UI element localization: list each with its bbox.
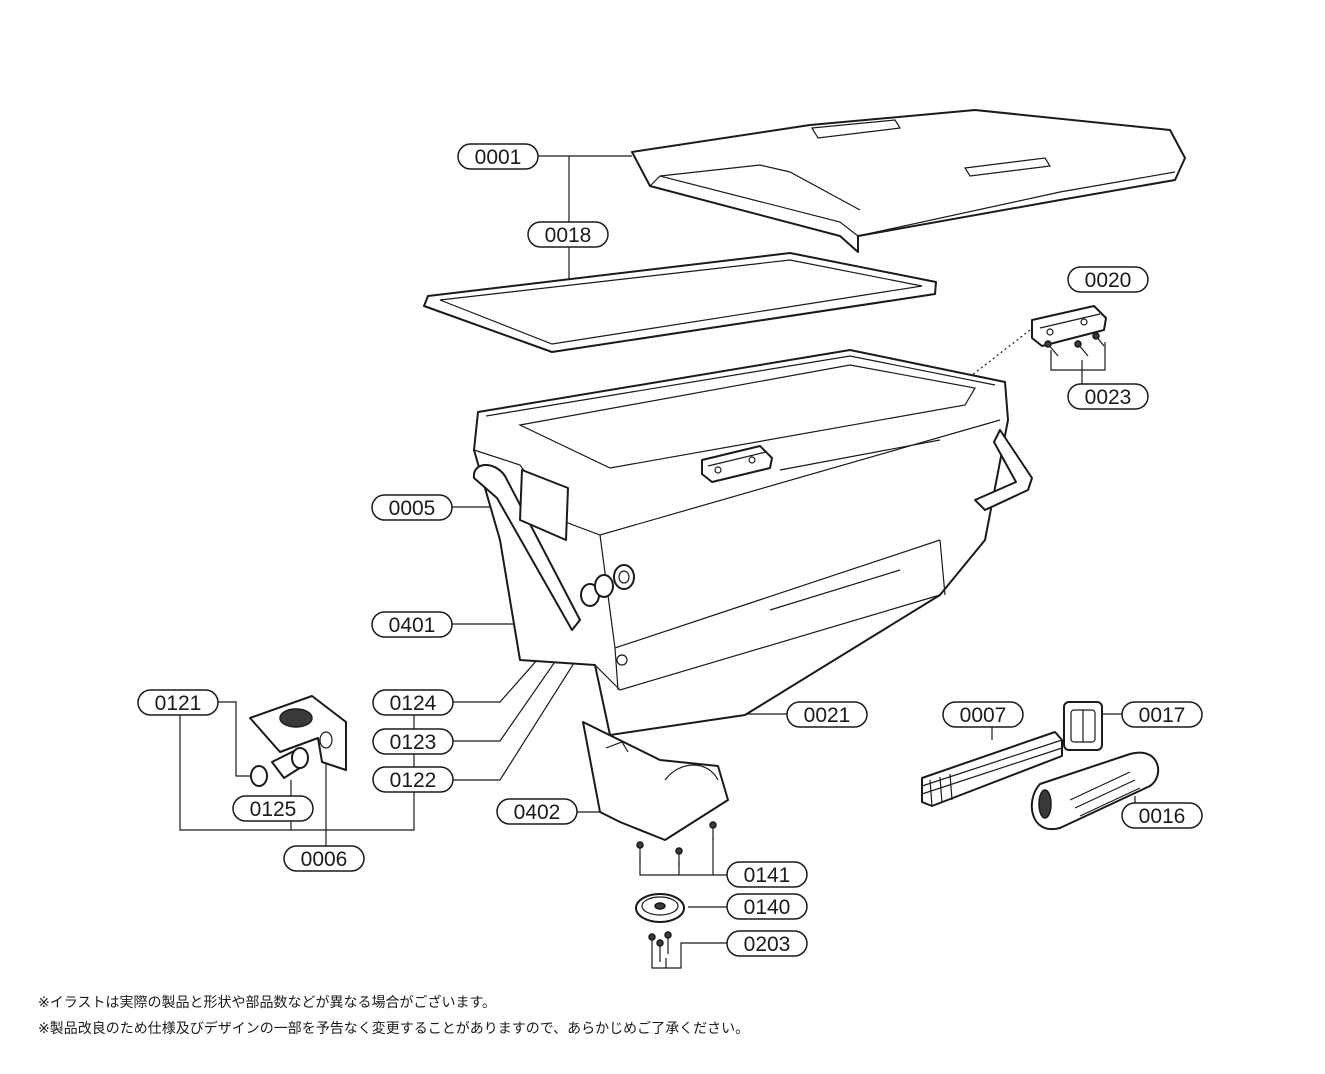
label-0121: 0121: [137, 689, 219, 716]
svg-text:0141: 0141: [744, 864, 791, 887]
label-0122: 0122: [372, 766, 454, 793]
svg-text:0125: 0125: [250, 798, 297, 821]
svg-text:0124: 0124: [390, 692, 437, 715]
label-0402: 0402: [496, 798, 578, 825]
svg-text:0018: 0018: [545, 224, 592, 247]
label-0141: 0141: [726, 861, 808, 888]
gasket-part: [423, 252, 937, 353]
svg-text:0122: 0122: [390, 769, 437, 792]
front-cover: [582, 721, 729, 841]
label-0005: 0005: [371, 494, 453, 521]
label-0021: 0021: [786, 701, 868, 728]
disclaimer-line-2: ※製品改良のため仕様及びデザインの一部を予告なく変更することがありますので、あら…: [38, 1021, 750, 1037]
label-0124: 0124: [372, 689, 454, 716]
svg-text:0121: 0121: [155, 692, 202, 715]
svg-text:0020: 0020: [1085, 269, 1132, 292]
label-0006: 0006: [283, 845, 365, 872]
svg-text:0005: 0005: [389, 497, 436, 520]
label-0020: 0020: [1067, 266, 1149, 293]
svg-text:0001: 0001: [475, 146, 522, 169]
label-0001: 0001: [457, 143, 539, 170]
cooler-body: [472, 349, 1033, 736]
part-labels: 0001 0018 0020 0023 0005 0401 0121 0124: [137, 143, 1203, 957]
label-0007: 0007: [942, 701, 1024, 728]
disclaimer-line-1: ※イラストは実際の製品と形状や部品数などが異なる場合がございます。: [38, 995, 497, 1011]
disclaimer-notes: ※イラストは実際の製品と形状や部品数などが異なる場合がございます。 ※製品改良の…: [38, 990, 938, 1042]
strap-part: [921, 731, 1063, 807]
lid-part: [631, 109, 1186, 253]
label-0017: 0017: [1121, 701, 1203, 728]
label-0018: 0018: [527, 221, 609, 248]
drain-plug: [250, 747, 309, 787]
svg-text:0402: 0402: [514, 801, 561, 824]
wheel-screws: [648, 931, 672, 962]
svg-text:0016: 0016: [1139, 805, 1186, 828]
drain-rings: [580, 564, 635, 607]
cover-screws: [636, 821, 717, 866]
svg-text:0021: 0021: [804, 704, 851, 727]
svg-text:0140: 0140: [744, 896, 791, 919]
label-0125: 0125: [232, 795, 314, 822]
buckle-part: [1063, 701, 1103, 751]
latch-part: [1031, 305, 1107, 347]
latch-screws: [1044, 332, 1105, 357]
svg-text:0017: 0017: [1139, 704, 1186, 727]
label-0016: 0016: [1121, 802, 1203, 829]
body-latch: [701, 445, 773, 483]
drain-bracket: [249, 695, 347, 771]
svg-text:0006: 0006: [301, 848, 348, 871]
svg-text:0203: 0203: [744, 933, 791, 956]
wheel-part: [635, 893, 685, 923]
grip-part: [1030, 751, 1160, 831]
svg-text:0401: 0401: [389, 614, 436, 637]
label-0023: 0023: [1067, 383, 1149, 410]
label-0140: 0140: [726, 893, 808, 920]
label-0123: 0123: [372, 728, 454, 755]
label-0401: 0401: [371, 611, 453, 638]
svg-text:0007: 0007: [960, 704, 1007, 727]
svg-text:0023: 0023: [1085, 386, 1132, 409]
label-0203: 0203: [726, 930, 808, 957]
svg-text:0123: 0123: [390, 731, 437, 754]
